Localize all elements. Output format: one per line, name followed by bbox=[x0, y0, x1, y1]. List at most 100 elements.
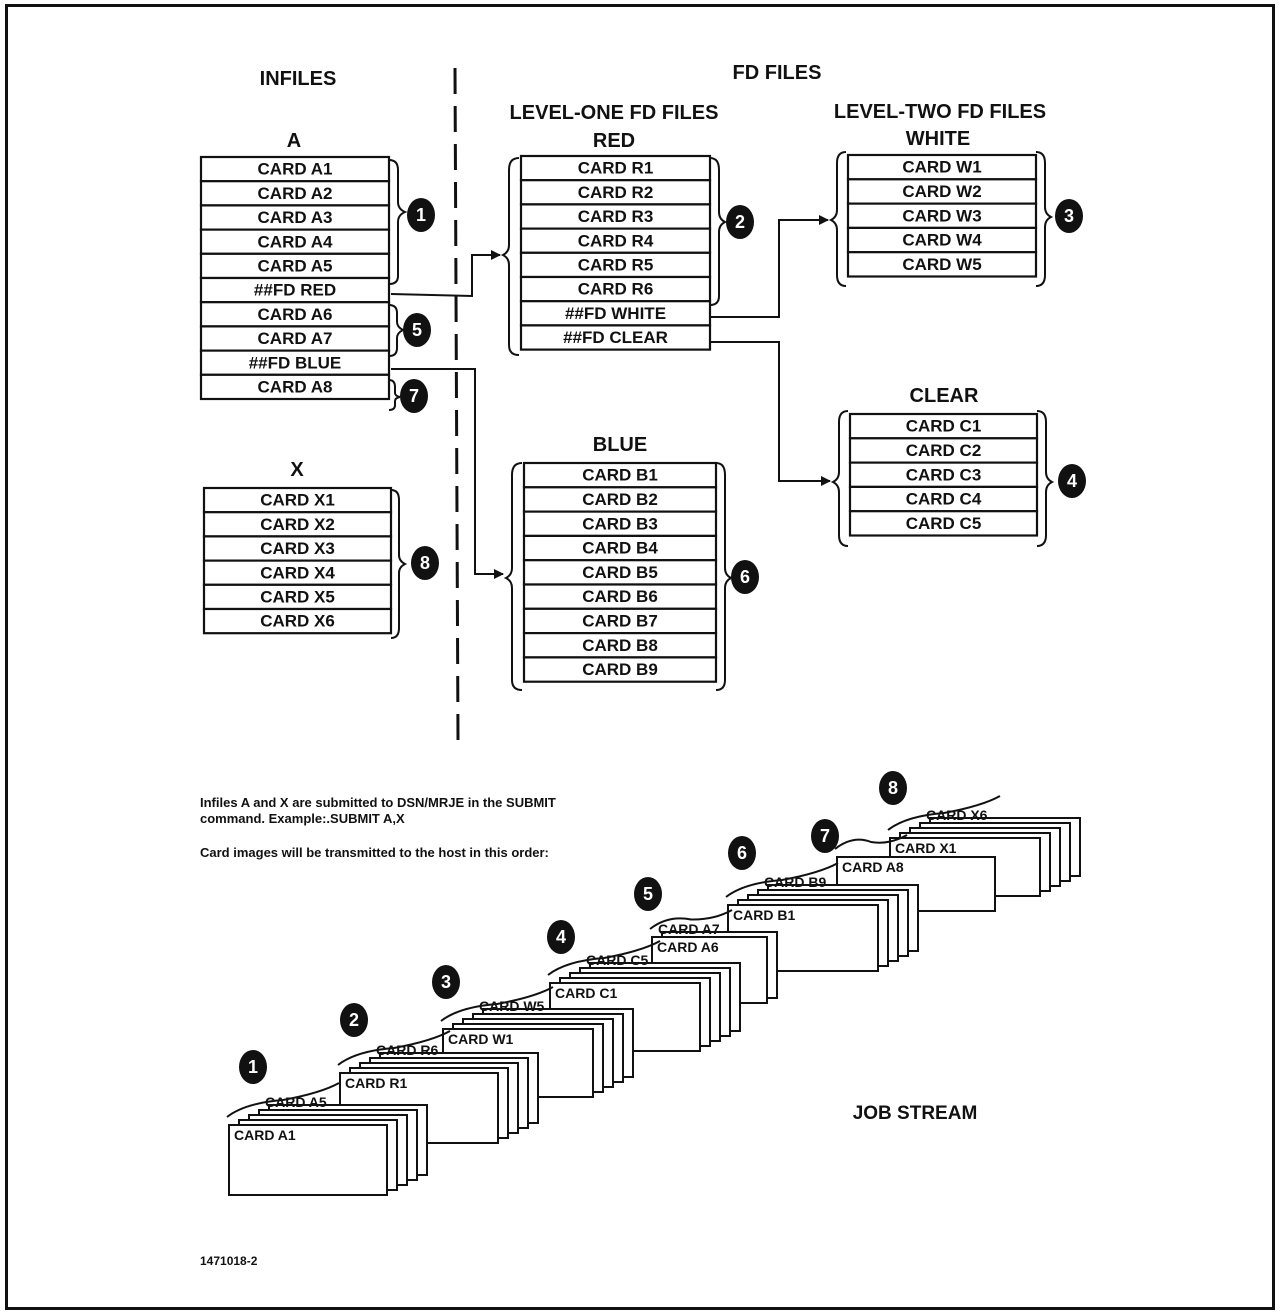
fd-files-header: FD FILES bbox=[733, 62, 822, 84]
file-blue-row-label: CARD B2 bbox=[582, 490, 658, 509]
file-blue-row-label: CARD B8 bbox=[582, 636, 658, 655]
file-red-row-label: ##FD WHITE bbox=[565, 304, 666, 323]
file-x-row-label: CARD X6 bbox=[260, 612, 335, 631]
file-a-row-label: ##FD RED bbox=[254, 281, 336, 300]
file-x-table: CARD X1 CARD X2 CARD X3 CARD X4 CARD X5 CARD … bbox=[204, 488, 391, 633]
file-a-row-label: CARD A5 bbox=[258, 256, 333, 275]
file-clear-table: CARD C1 CARD C2 CARD C3 CARD C4 CARD C5 bbox=[850, 414, 1037, 536]
file-blue-row-label: CARD B5 bbox=[582, 563, 658, 582]
deck-first-label: CARD B1 bbox=[733, 907, 795, 923]
deck-marker-label: 1 bbox=[248, 1057, 258, 1077]
deck-first-label: CARD A6 bbox=[657, 939, 719, 955]
file-white-row-label: CARD W3 bbox=[902, 206, 981, 225]
marker-1-label: 1 bbox=[416, 205, 426, 225]
file-a-row-label: CARD A3 bbox=[258, 208, 333, 227]
infiles-header: INFILES bbox=[260, 68, 337, 90]
file-a-row-label: CARD A7 bbox=[258, 329, 333, 348]
marker-5-label: 5 bbox=[412, 320, 422, 340]
file-clear-row-label: CARD C1 bbox=[906, 417, 982, 436]
deck-first-label: CARD W1 bbox=[448, 1031, 514, 1047]
deck-last-label: CARD A7 bbox=[658, 921, 720, 937]
marker-6: 6 bbox=[731, 560, 759, 594]
file-clear-row-label: CARD C5 bbox=[906, 514, 982, 533]
marker-8: 8 bbox=[411, 546, 439, 580]
file-white-row-label: CARD W1 bbox=[902, 158, 981, 177]
file-red-row-label: CARD R2 bbox=[578, 183, 654, 202]
marker-2-label: 2 bbox=[735, 212, 745, 232]
file-a-row-label: CARD A1 bbox=[258, 160, 333, 179]
deck-first-label: CARD A8 bbox=[842, 859, 904, 875]
note-line-1: Infiles A and X are submitted to DSN/MRJ… bbox=[200, 795, 556, 810]
file-tables: CARD A1 CARD A2 CARD A3 CARD A4 CARD A5 ##FD … bbox=[201, 155, 1037, 682]
file-blue-row-label: CARD B9 bbox=[582, 660, 658, 679]
file-blue-row-label: CARD B1 bbox=[582, 466, 658, 485]
deck-marker-label: 5 bbox=[643, 884, 653, 904]
marker-7-label: 7 bbox=[409, 386, 419, 406]
file-x-row-label: CARD X2 bbox=[260, 515, 335, 534]
deck-marker-label: 2 bbox=[349, 1010, 359, 1030]
file-title-a: A bbox=[287, 130, 301, 152]
file-clear-row-label: CARD C3 bbox=[906, 465, 982, 484]
file-x-row-label: CARD X1 bbox=[260, 491, 335, 510]
marker-6-label: 6 bbox=[740, 567, 750, 587]
note-line-3: Card images will be transmitted to the h… bbox=[200, 845, 549, 860]
file-a-row-label: ##FD BLUE bbox=[249, 353, 342, 372]
file-a-row-label: CARD A2 bbox=[258, 184, 333, 203]
job-stream-label: JOB STREAM bbox=[853, 1103, 978, 1124]
marker-2: 2 bbox=[726, 205, 754, 239]
file-red-row-label: CARD R4 bbox=[578, 231, 654, 250]
file-a-row-label: CARD A8 bbox=[258, 377, 333, 396]
level-one-header: LEVEL-ONE FD FILES bbox=[510, 102, 719, 124]
deck-marker-label: 6 bbox=[737, 843, 747, 863]
deck-marker-label: 4 bbox=[556, 927, 566, 947]
file-red-row-label: CARD R6 bbox=[578, 280, 654, 299]
file-title-clear: CLEAR bbox=[910, 385, 979, 407]
file-a-table: CARD A1 CARD A2 CARD A3 CARD A4 CARD A5 ##FD … bbox=[201, 157, 389, 399]
deck-marker-label: 8 bbox=[888, 778, 898, 798]
file-red-row-label: CARD R3 bbox=[578, 207, 654, 226]
file-title-red: RED bbox=[593, 130, 635, 152]
file-blue-row-label: CARD B6 bbox=[582, 587, 658, 606]
file-clear-row-label: CARD C4 bbox=[906, 490, 982, 509]
file-blue-row-label: CARD B7 bbox=[582, 612, 658, 631]
file-blue-row-label: CARD B4 bbox=[582, 539, 658, 558]
file-white-table: CARD W1 CARD W2 CARD W3 CARD W4 CARD W5 bbox=[848, 155, 1036, 277]
file-red-row-label: CARD R5 bbox=[578, 255, 654, 274]
file-red-row-label: CARD R1 bbox=[578, 159, 654, 178]
file-white-row-label: CARD W4 bbox=[902, 231, 982, 250]
file-x-row-label: CARD X3 bbox=[260, 539, 335, 558]
file-x-row-label: CARD X5 bbox=[260, 587, 335, 606]
deck-first-label: CARD A1 bbox=[234, 1127, 296, 1143]
file-a-row-label: CARD A6 bbox=[258, 305, 333, 324]
note-line-2: command. Example:.SUBMIT A,X bbox=[200, 811, 405, 826]
file-title-blue: BLUE bbox=[593, 434, 647, 456]
marker-7: 7 bbox=[400, 379, 428, 413]
deck-first-label: CARD X1 bbox=[895, 840, 957, 856]
file-red-table: CARD R1 CARD R2 CARD R3 CARD R4 CARD R5 CARD … bbox=[521, 156, 710, 350]
marker-3: 3 bbox=[1055, 199, 1083, 233]
marker-4: 4 bbox=[1058, 464, 1086, 498]
file-x-row-label: CARD X4 bbox=[260, 563, 335, 582]
file-blue-table: CARD B1 CARD B2 CARD B3 CARD B4 CARD B5 CARD … bbox=[524, 463, 716, 682]
figure-id: 1471018-2 bbox=[200, 1254, 258, 1268]
marker-4-label: 4 bbox=[1067, 471, 1077, 491]
deck-last-label: CARD X6 bbox=[926, 807, 988, 823]
file-blue-row-label: CARD B3 bbox=[582, 514, 658, 533]
marker-8-label: 8 bbox=[420, 553, 430, 573]
level-two-header: LEVEL-TWO FD FILES bbox=[834, 101, 1046, 123]
file-title-white: WHITE bbox=[906, 128, 970, 150]
marker-5: 5 bbox=[403, 313, 431, 347]
file-red-row-label: ##FD CLEAR bbox=[563, 328, 668, 347]
deck-marker-label: 7 bbox=[820, 826, 830, 846]
marker-1: 1 bbox=[407, 198, 435, 232]
file-a-row-label: CARD A4 bbox=[258, 232, 333, 251]
file-white-row-label: CARD W5 bbox=[902, 255, 981, 274]
file-white-row-label: CARD W2 bbox=[902, 182, 981, 201]
deck-first-label: CARD C1 bbox=[555, 985, 617, 1001]
deck-first-label: CARD R1 bbox=[345, 1075, 407, 1091]
file-clear-row-label: CARD C2 bbox=[906, 441, 982, 460]
marker-3-label: 3 bbox=[1064, 206, 1074, 226]
infiles-separator bbox=[455, 68, 458, 740]
